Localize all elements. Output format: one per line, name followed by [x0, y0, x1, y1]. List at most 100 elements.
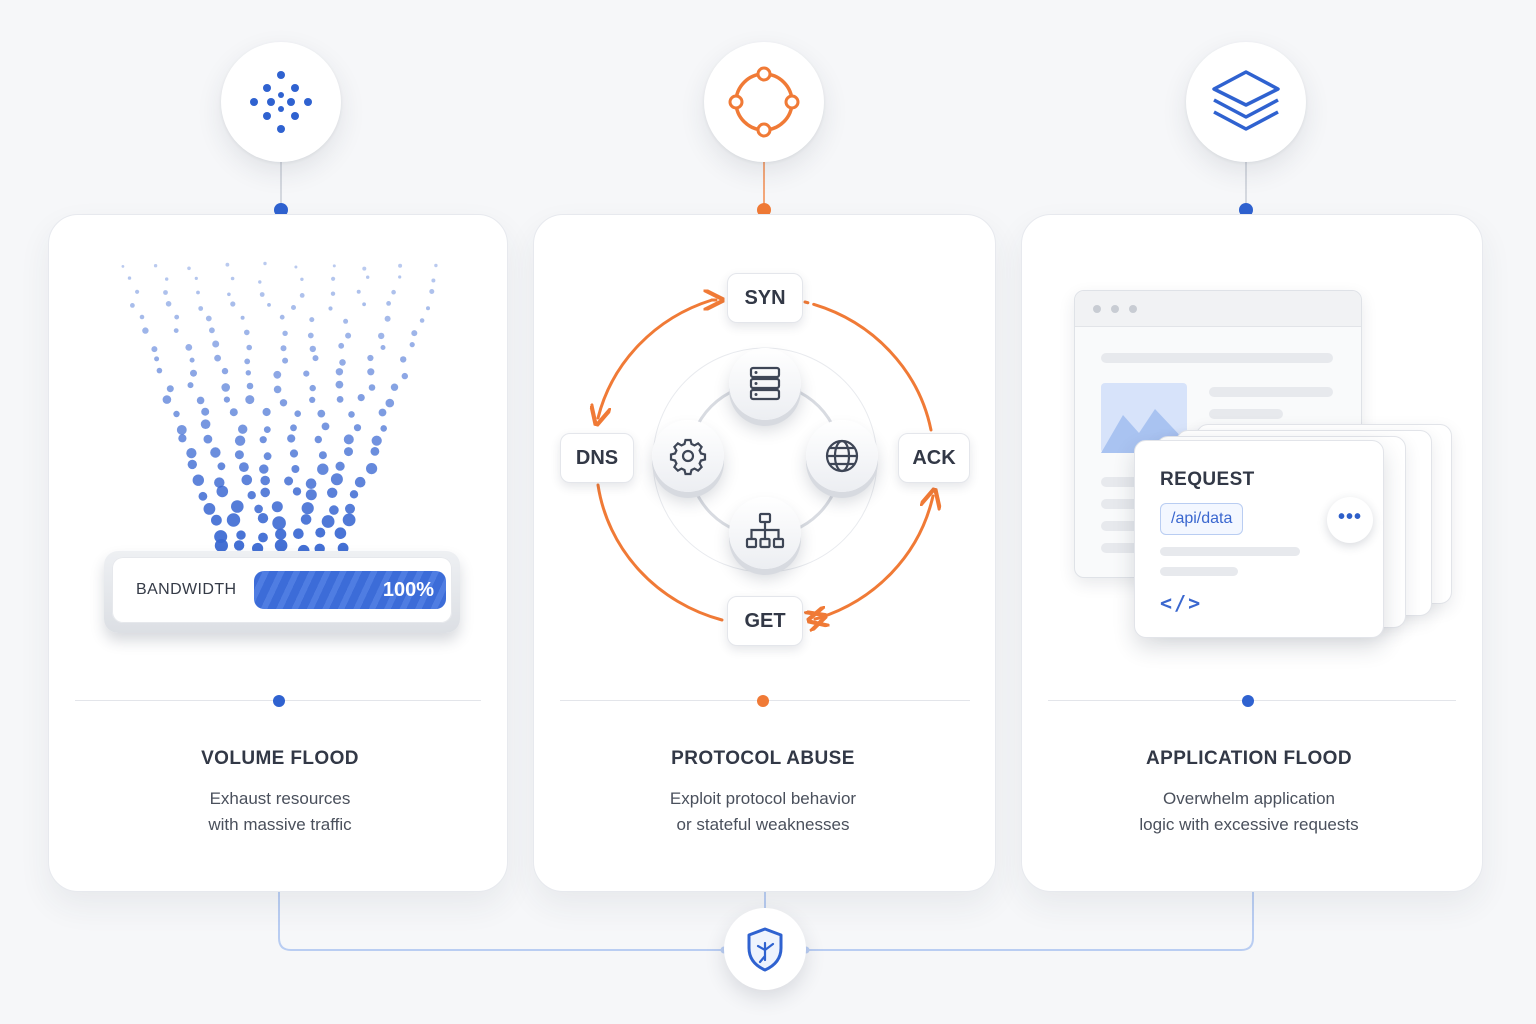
traffic-particle	[139, 314, 145, 320]
traffic-particle	[187, 266, 191, 271]
placeholder-line	[1160, 547, 1300, 556]
traffic-particle	[305, 489, 317, 501]
window-dot	[1129, 305, 1137, 313]
traffic-particle	[327, 487, 338, 498]
server-icon	[749, 366, 781, 401]
traffic-particle	[247, 491, 256, 500]
traffic-particle	[362, 302, 366, 307]
traffic-particle	[385, 398, 395, 408]
code-icon: </>	[1160, 591, 1203, 615]
traffic-particle	[221, 383, 230, 392]
traffic-particle	[153, 264, 158, 268]
traffic-particle	[331, 276, 336, 281]
traffic-particle	[254, 504, 263, 514]
traffic-particle	[339, 359, 346, 366]
globe-icon	[825, 439, 859, 473]
traffic-particle	[378, 408, 387, 417]
traffic-particle	[229, 408, 238, 417]
traffic-particle	[419, 318, 425, 323]
request-path-badge: /api/data	[1160, 503, 1244, 535]
traffic-particle	[368, 384, 376, 391]
traffic-particle	[317, 409, 326, 418]
traffic-particle	[337, 542, 349, 554]
traffic-particle	[282, 357, 289, 364]
traffic-particle	[345, 503, 355, 514]
traffic-particle	[362, 266, 367, 271]
traffic-particle	[223, 396, 230, 403]
traffic-particle	[344, 447, 353, 457]
traffic-particle	[334, 527, 347, 539]
traffic-particle	[231, 500, 244, 513]
traffic-particle	[272, 516, 286, 530]
traffic-particle	[342, 513, 356, 527]
traffic-particle	[259, 292, 265, 297]
traffic-particle	[328, 306, 333, 311]
dns-label: DNS	[560, 433, 634, 483]
traffic-particle	[198, 306, 204, 311]
traffic-particle	[246, 344, 252, 351]
placeholder-line	[1160, 567, 1238, 576]
traffic-particle	[300, 277, 304, 281]
network-tree-icon	[745, 512, 785, 549]
traffic-particle	[198, 491, 208, 501]
traffic-particle	[301, 502, 314, 515]
ack-label: ACK	[898, 433, 970, 483]
bandwidth-panel: BANDWIDTH 100%	[112, 557, 452, 623]
traffic-particle	[262, 407, 271, 417]
traffic-particle	[292, 487, 302, 496]
traffic-particle	[189, 357, 195, 363]
traffic-particle	[259, 436, 267, 444]
traffic-particle	[205, 315, 212, 322]
traffic-particle	[263, 426, 271, 433]
traffic-particle	[151, 346, 158, 353]
more-options-button[interactable]: •••	[1327, 497, 1373, 543]
traffic-particle	[121, 265, 125, 268]
traffic-particle	[273, 385, 282, 394]
card-description-line1: Exhaust resources	[209, 789, 351, 808]
traffic-particle	[173, 328, 179, 333]
traffic-particle	[391, 289, 396, 295]
traffic-particle	[279, 314, 285, 320]
traffic-particle	[130, 303, 135, 308]
bandwidth-value: 100%	[382, 579, 434, 601]
bandwidth-meter: BANDWIDTH 100%	[104, 551, 460, 633]
divider-dot	[1242, 695, 1254, 707]
traffic-particle	[226, 513, 241, 527]
placeholder-line	[1209, 387, 1333, 397]
traffic-particle	[332, 264, 336, 268]
traffic-particle	[187, 382, 194, 389]
traffic-particle	[234, 435, 246, 446]
traffic-particle	[257, 513, 269, 524]
traffic-particle	[321, 515, 335, 528]
traffic-particle	[294, 265, 298, 269]
placeholder-line	[1101, 353, 1333, 363]
traffic-particle	[401, 372, 408, 380]
traffic-particle	[203, 503, 216, 515]
server-node	[729, 348, 801, 420]
traffic-particle	[329, 505, 339, 515]
traffic-particle	[258, 280, 262, 284]
traffic-particle	[227, 292, 231, 297]
traffic-particle	[267, 303, 271, 307]
traffic-particle	[353, 424, 362, 432]
traffic-particle	[211, 514, 222, 526]
traffic-particle	[398, 263, 403, 268]
traffic-particle	[238, 424, 248, 434]
traffic-particle	[173, 410, 180, 418]
traffic-particle	[366, 275, 370, 279]
traffic-particle	[321, 422, 330, 431]
traffic-particle	[230, 301, 236, 307]
traffic-particle	[299, 293, 305, 298]
traffic-particle	[315, 527, 326, 538]
traffic-particle	[314, 435, 322, 444]
traffic-particle	[349, 490, 359, 499]
placeholder-line	[1101, 521, 1141, 531]
traffic-particle	[330, 291, 336, 296]
traffic-particle	[258, 532, 268, 543]
traffic-particle	[196, 290, 200, 295]
traffic-particle	[279, 399, 288, 407]
shield-badge	[724, 908, 806, 990]
traffic-particle	[309, 317, 315, 323]
